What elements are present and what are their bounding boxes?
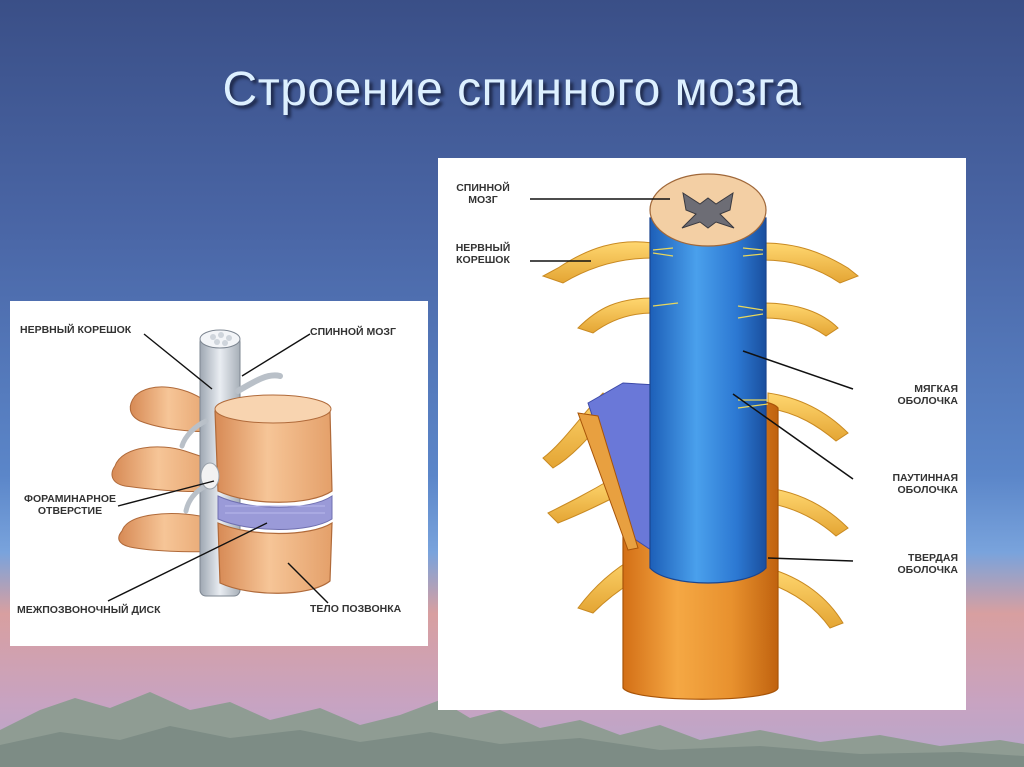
slide-title: Строение спинного мозга — [222, 63, 802, 116]
label-pia-mater-line-1: МЯГКАЯ — [914, 383, 958, 395]
spinal-cord-illustration — [530, 173, 859, 700]
label-pia-mater: МЯГКАЯ ОБОЛОЧКА — [853, 383, 958, 407]
label-arachnoid-line-1: ПАУТИННАЯ — [892, 472, 958, 484]
vertebra-illustration — [107, 329, 333, 604]
label-dura-mater: ТВЕРДАЯ ОБОЛОЧКА — [853, 552, 958, 576]
label-pia-mater-line-2: ОБОЛОЧКА — [897, 395, 958, 407]
label-cross-section-cord: СПИННОЙ МОЗГ — [438, 182, 528, 206]
label-arachnoid-line-2: ОБОЛОЧКА — [897, 484, 958, 496]
label-nerve-root-right-line-2: КОРЕШОК — [456, 254, 510, 266]
mountain-silhouette — [0, 692, 1024, 767]
meninges-diagram: СПИННОЙ МОЗГ НЕРВНЫЙ КОРЕШОК МЯГКАЯ ОБОЛ… — [438, 158, 966, 710]
label-spinal-cord: СПИННОЙ МОЗГ — [310, 326, 396, 338]
label-foramen: ФОРАМИНАРНОЕ ОТВЕРСТИЕ — [15, 493, 125, 517]
label-nerve-root-right: НЕРВНЫЙ КОРЕШОК — [438, 242, 528, 266]
label-cross-section-cord-line-1: СПИННОЙ — [456, 182, 510, 194]
label-foramen-line-1: ФОРАМИНАРНОЕ — [23, 493, 116, 505]
label-dura-mater-line-2: ОБОЛОЧКА — [897, 564, 958, 576]
label-dura-mater-line-1: ТВЕРДАЯ — [908, 552, 958, 564]
label-cross-section-cord-line-2: МОЗГ — [468, 194, 498, 206]
label-foramen-line-2: ОТВЕРСТИЕ — [37, 505, 103, 517]
vertebra-diagram: НЕРВНЫЙ КОРЕШОК СПИННОЙ МОЗГ ФОРАМИНАРНО… — [10, 301, 428, 646]
label-vertebral-body: ТЕЛО ПОЗВОНКА — [310, 603, 402, 615]
label-nerve-root-right-line-1: НЕРВНЫЙ — [455, 242, 511, 254]
label-nerve-root: НЕРВНЫЙ КОРЕШОК — [20, 324, 132, 336]
label-disc: МЕЖПОЗВОНОЧНЫЙ ДИСК — [17, 604, 161, 616]
label-arachnoid: ПАУТИННАЯ ОБОЛОЧКА — [853, 472, 958, 496]
